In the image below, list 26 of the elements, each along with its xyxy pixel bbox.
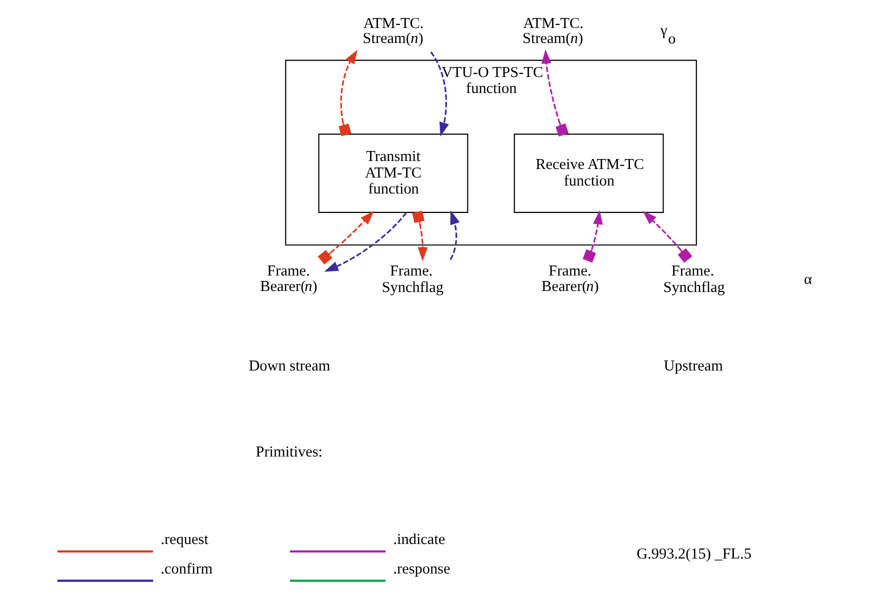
arrow	[324, 212, 406, 272]
node-text: Frame. Bearer(n)	[541, 262, 598, 295]
node-text: Frame. Synchflag	[662, 262, 724, 296]
label: Upstream	[663, 358, 722, 375]
arrow	[540, 49, 568, 137]
node-text: Frame. Synchflag	[381, 262, 443, 296]
arrow	[430, 51, 448, 136]
label: Down stream	[248, 358, 330, 375]
node-box: Transmit ATM-TC function	[318, 134, 468, 213]
legend-label: .indicate	[392, 531, 445, 548]
arrow	[582, 210, 602, 263]
node-box: Receive ATM-TC function	[513, 134, 664, 213]
arrow	[317, 210, 374, 265]
legend-label: .request	[160, 531, 208, 548]
legend-label: .response	[392, 560, 450, 578]
node-text: ATM-TC. Stream(n)	[362, 14, 424, 48]
arrow	[449, 210, 460, 260]
arrow	[642, 210, 692, 263]
arrow	[338, 50, 358, 136]
label: G.993.2(15) _FL.5	[636, 546, 752, 563]
node-text: ATM-TC. Stream(n)	[522, 14, 583, 48]
label: Primitives:	[255, 444, 322, 461]
label: α	[803, 270, 812, 288]
arrow	[412, 210, 428, 262]
node-text: Frame. Bearer(n)	[260, 262, 317, 295]
legend-label: .confirm	[160, 560, 212, 578]
